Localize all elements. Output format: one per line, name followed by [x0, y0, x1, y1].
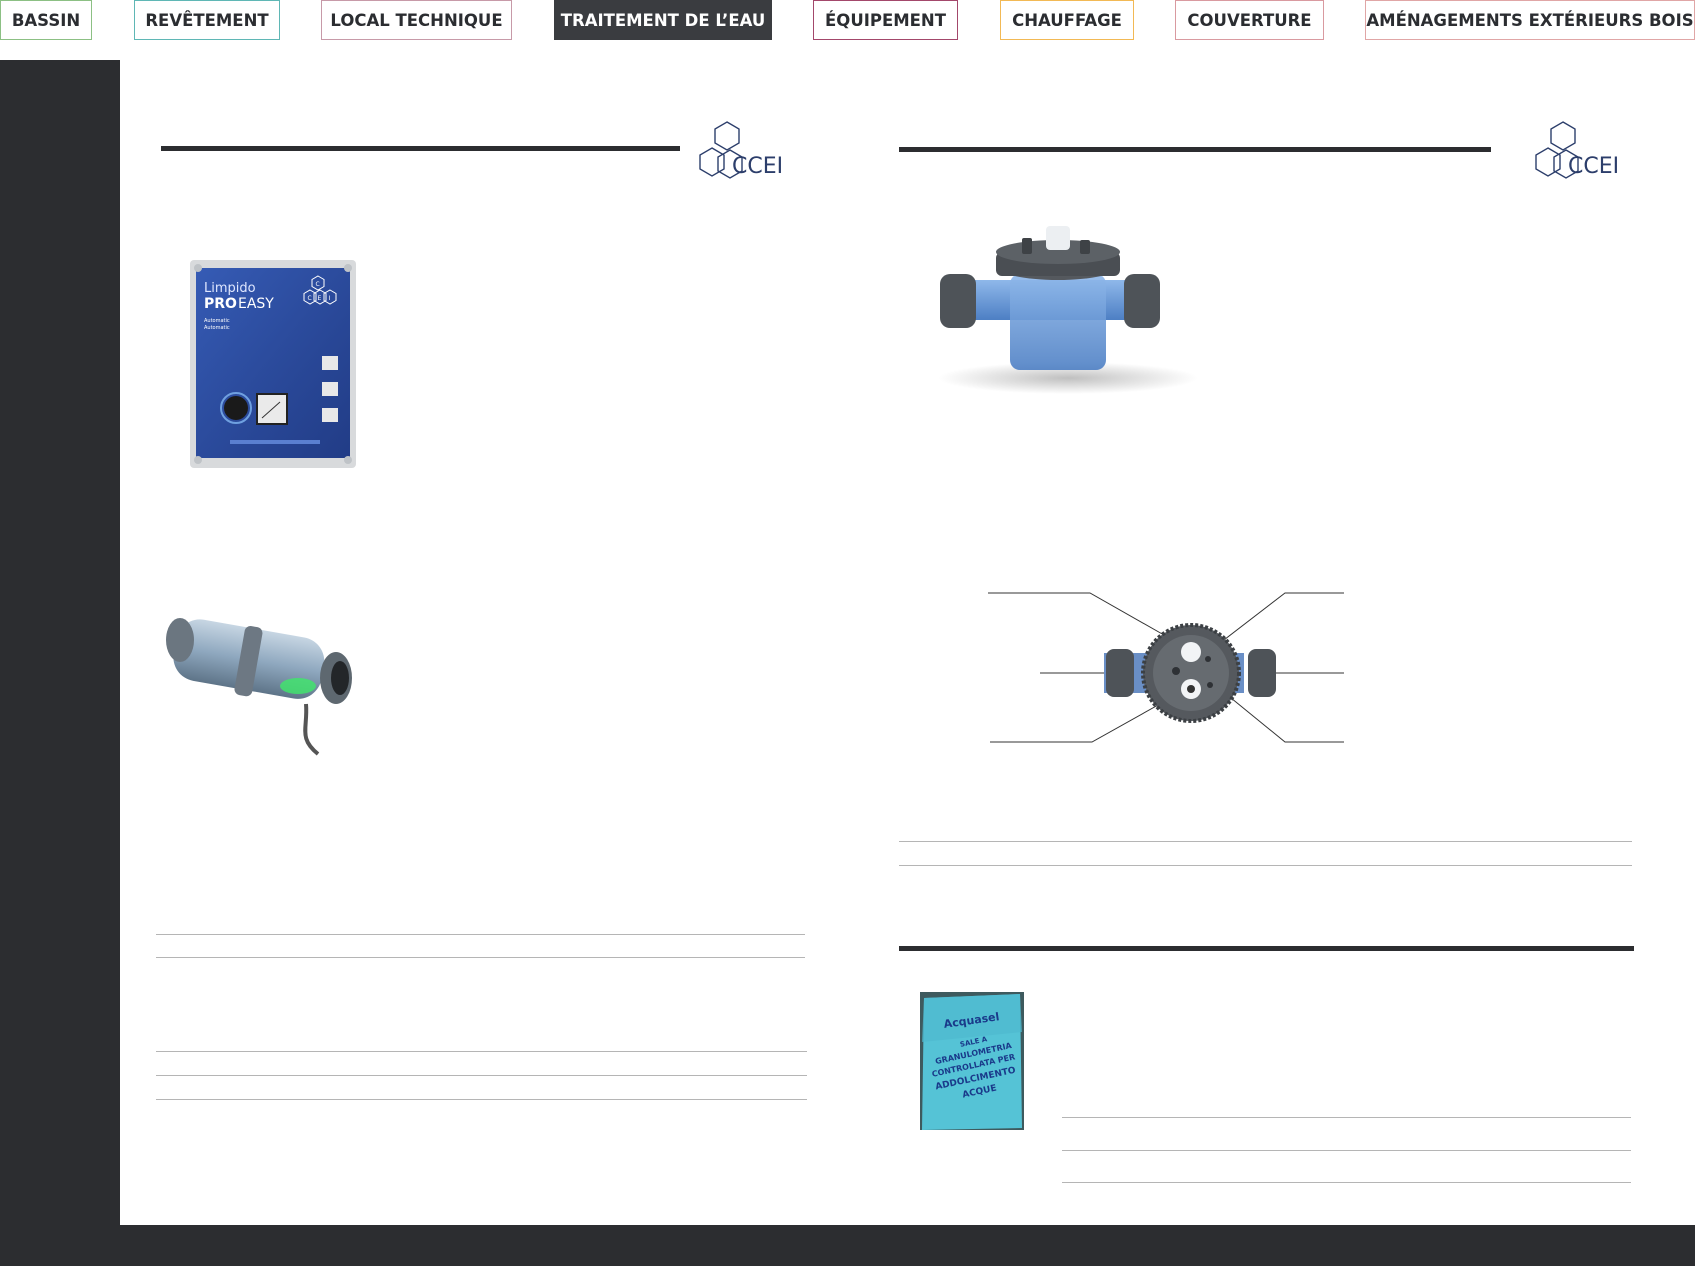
left-sidebar-band	[0, 60, 120, 1266]
cell-housing-top-view-diagram	[988, 592, 1344, 743]
category-nav: BASSIN REVÊTEMENT LOCAL TECHNIQUE TRAITE…	[0, 0, 1695, 40]
rule-left-4	[156, 1075, 807, 1076]
tab-revetement[interactable]: REVÊTEMENT	[134, 0, 280, 40]
ccei-logo-right: CCEI	[1535, 121, 1619, 179]
control-box-subtitle-2: Automatic	[204, 325, 230, 331]
tab-bassin[interactable]: BASSIN	[0, 0, 92, 40]
rule-right-1	[899, 841, 1632, 842]
tab-equipement[interactable]: ÉQUIPEMENT	[813, 0, 958, 40]
control-box-model-light: EASY	[238, 296, 274, 312]
ccei-logo-text: CCEI	[1568, 154, 1619, 179]
cell-housing-photo	[938, 226, 1198, 394]
acquasel-salt-bag-photo: Acquasel SALE A GRANULOMETRIA CONTROLLAT…	[920, 992, 1024, 1130]
section-rule-right	[899, 147, 1491, 152]
rule-left-3	[156, 1051, 807, 1052]
rule-left-5	[156, 1099, 807, 1100]
svg-text:I: I	[329, 295, 331, 302]
rule-right-4	[1062, 1150, 1631, 1151]
tab-chauffage[interactable]: CHAUFFAGE	[1000, 0, 1134, 40]
ccei-logo-left: CCEI	[699, 121, 783, 179]
rule-right-3	[1062, 1117, 1631, 1118]
bottom-footer-band	[120, 1225, 1695, 1266]
limpido-pro-easy-control-box-photo: Limpido PRO EASY Automatic Automatic C C…	[190, 260, 356, 468]
tab-traitement-de-l-eau[interactable]: TRAITEMENT DE L’EAU	[554, 0, 772, 40]
section-rule-right-lower	[899, 946, 1634, 951]
section-rule-left	[161, 146, 680, 151]
rule-right-5	[1062, 1182, 1631, 1183]
svg-text:E: E	[318, 295, 322, 302]
ccei-logo-text: CCEI	[732, 154, 783, 179]
tab-local-technique[interactable]: LOCAL TECHNIQUE	[321, 0, 512, 40]
control-box-model-bold: PRO	[204, 296, 237, 312]
tab-amenagements-exterieurs-bois[interactable]: AMÉNAGEMENTS EXTÉRIEURS BOIS	[1365, 0, 1695, 40]
tab-couverture[interactable]: COUVERTURE	[1175, 0, 1324, 40]
svg-text:C: C	[316, 281, 320, 288]
rule-right-2	[899, 865, 1632, 866]
rule-left-1	[156, 934, 805, 935]
control-box-brand-text: Limpido	[204, 281, 256, 296]
control-box-subtitle-1: Automatic	[204, 318, 230, 324]
electrolysis-cell-photo	[166, 618, 352, 756]
rule-left-2	[156, 957, 805, 958]
svg-text:C: C	[308, 295, 312, 302]
